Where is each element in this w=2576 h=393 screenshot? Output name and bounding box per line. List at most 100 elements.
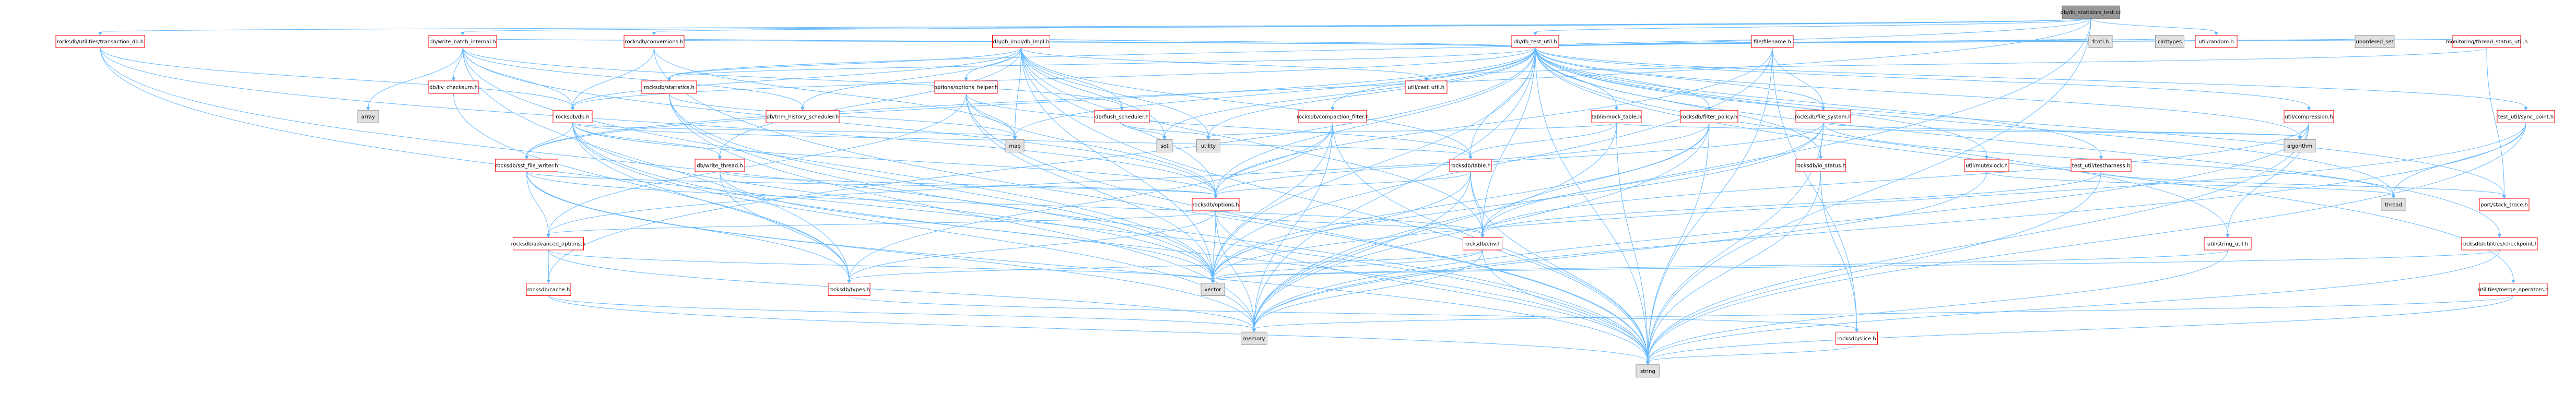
edge-line bbox=[1426, 47, 2487, 78]
edge-advopt-to-cache bbox=[546, 249, 551, 284]
edge-flush-to-set bbox=[1122, 123, 1167, 140]
edge-root-to-stats bbox=[667, 18, 2091, 82]
graph-node-mutexlock[interactable]: util/mutexlock.h bbox=[1964, 159, 2009, 172]
graph-node-sst[interactable]: rocksdb/sst_file_writer.h bbox=[495, 159, 558, 172]
edge-line bbox=[1648, 123, 2526, 362]
edge-arrowhead bbox=[847, 280, 851, 284]
node-label: rocksdb/env.h bbox=[1464, 242, 1501, 247]
edge-line bbox=[572, 123, 850, 280]
edge-line bbox=[1772, 47, 1857, 329]
edge-arrowhead bbox=[461, 32, 465, 36]
graph-node-mocktable[interactable]: table/mock_table.h bbox=[1591, 110, 1642, 123]
graph-node-stack[interactable]: port/stack_trace.h bbox=[2479, 198, 2530, 211]
graph-node-mts[interactable]: monitoring/thread_status_util.h bbox=[2446, 35, 2528, 48]
graph-node-options[interactable]: rocksdb/options.h bbox=[1192, 198, 1240, 211]
edge-rdb-to-types bbox=[572, 123, 851, 284]
graph-node-compression[interactable]: util/compression.h bbox=[2284, 110, 2334, 123]
graph-node-castutil[interactable]: util/cast_util.h bbox=[1405, 80, 1448, 94]
edge-line bbox=[572, 123, 720, 157]
edge-line bbox=[1535, 47, 2228, 235]
edge-conv-to-rdb bbox=[570, 47, 654, 111]
edge-dbimpl-to-rdb bbox=[570, 47, 1021, 111]
node-label: util/compression.h bbox=[2285, 114, 2333, 120]
edge-advopt-to-vector bbox=[548, 249, 1215, 284]
graph-node-filename[interactable]: file/filename.h bbox=[1751, 35, 1794, 48]
graph-node-trim[interactable]: db/trim_history_scheduler.h bbox=[766, 110, 840, 123]
node-label: vector bbox=[1205, 287, 1222, 293]
edge-line bbox=[462, 47, 803, 108]
graph-node-checkpoint[interactable]: rocksdb/utilities/checkpoint.h bbox=[2461, 237, 2538, 251]
edge-line bbox=[1482, 171, 2101, 235]
edge-dbimpl-to-table bbox=[1021, 47, 1473, 160]
graph-node-cache[interactable]: rocksdb/cache.h bbox=[526, 283, 571, 296]
edge-line bbox=[1482, 249, 1648, 362]
edge-options-to-memory bbox=[1215, 210, 1256, 333]
edge-arrowhead bbox=[2391, 195, 2396, 199]
graph-node-env[interactable]: rocksdb/env.h bbox=[1463, 237, 1502, 251]
node-box bbox=[1591, 110, 1642, 123]
graph-node-types[interactable]: rocksdb/types.h bbox=[828, 283, 871, 296]
graph-node-rdb[interactable]: rocksdb/db.h bbox=[552, 110, 593, 123]
node-label: rocksdb/sst_file_writer.h bbox=[496, 163, 558, 169]
node-label: fcntl.h bbox=[2092, 39, 2109, 45]
graph-node-flush[interactable]: db/flush_scheduler.h bbox=[1094, 110, 1150, 123]
edge-arrowhead bbox=[98, 32, 102, 36]
graph-node-iostatus[interactable]: rocksdb/io_status.h bbox=[1795, 159, 1846, 172]
edge-filterpol-to-env bbox=[1480, 123, 1710, 239]
edge-arrowhead bbox=[2502, 195, 2507, 199]
edge-line bbox=[462, 47, 850, 280]
edge-line bbox=[1535, 38, 2170, 48]
graph-node-wthread[interactable]: db/write_thread.h bbox=[695, 159, 745, 172]
graph-node-advopt[interactable]: rocksdb/advanced_options.h bbox=[511, 237, 586, 251]
edge-stringutil-to-string bbox=[1645, 249, 2228, 365]
edge-line bbox=[1648, 249, 2228, 362]
edge-line bbox=[1648, 344, 1857, 362]
edge-env-to-string bbox=[1482, 249, 1650, 365]
graph-node-dbtest[interactable]: db/db_test_util.h bbox=[1511, 35, 1559, 48]
graph-node-compfilter[interactable]: rocksdb/compaction_filter.h bbox=[1297, 110, 1369, 123]
edge-line bbox=[1213, 210, 1216, 280]
edge-dbtest-to-utility bbox=[1206, 47, 1536, 140]
edge-line bbox=[1021, 47, 1648, 362]
edge-line bbox=[462, 47, 1122, 108]
edge-line bbox=[100, 47, 1216, 196]
edge-line bbox=[1215, 171, 1471, 196]
graph-node-dbimpl[interactable]: db/db_impl/db_impl.h bbox=[992, 35, 1050, 48]
edge-mergeop-to-memory bbox=[1252, 295, 2514, 333]
edge-line bbox=[1535, 47, 2504, 196]
edge-line bbox=[1535, 18, 2091, 32]
edge-fs-to-options bbox=[1214, 123, 1824, 199]
graph-node-dbkv[interactable]: db/kv_checksum.h bbox=[428, 80, 479, 94]
edge-arrowhead bbox=[1120, 106, 1124, 111]
graph-node-wbi[interactable]: db/write_batch_internal.h bbox=[428, 35, 497, 48]
graph-node-txdb[interactable]: rocksdb/utilities/transaction_db.h bbox=[55, 35, 145, 48]
graph-node-table[interactable]: rocksdb/table.h bbox=[1449, 159, 1492, 172]
node-label: rocksdb/utilities/transaction_db.h bbox=[57, 39, 144, 45]
edge-mts-to-castutil bbox=[1424, 47, 2487, 82]
node-label: rocksdb/io_status.h bbox=[1795, 163, 1846, 169]
edge-line bbox=[2090, 18, 2217, 32]
node-label: db/trim_history_scheduler.h bbox=[767, 114, 839, 120]
edge-line bbox=[1215, 210, 1483, 235]
graph-node-slice[interactable]: rocksdb/slice.h bbox=[1836, 331, 1878, 345]
graph-node-fs[interactable]: rocksdb/file_system.h bbox=[1795, 110, 1852, 123]
graph-node-filterpol[interactable]: rocksdb/filter_policy.h bbox=[1680, 110, 1738, 123]
edge-line bbox=[1648, 47, 1773, 362]
edge-line bbox=[1021, 47, 1427, 78]
graph-node-stringutil[interactable]: util/string_util.h bbox=[2204, 237, 2252, 251]
graph-node-sync[interactable]: test_util/sync_point.h bbox=[2497, 110, 2555, 123]
edge-line bbox=[1254, 295, 2514, 329]
edge-line bbox=[548, 123, 1710, 235]
edge-line bbox=[1648, 18, 2091, 362]
graph-node-testharness[interactable]: test_util/testharness.h bbox=[2071, 159, 2132, 172]
edge-mocktable-to-algorithm bbox=[1616, 122, 2302, 140]
graph-node-stats[interactable]: rocksdb/statistics.h bbox=[641, 80, 697, 94]
graph-node-random[interactable]: util/random.h bbox=[2195, 35, 2238, 48]
edge-testharness-to-stack bbox=[2101, 171, 2507, 199]
graph-node-conv[interactable]: rocksdb/conversions.h bbox=[624, 35, 685, 48]
edge-line bbox=[1482, 123, 2309, 235]
edge-arrowhead bbox=[1424, 77, 1428, 82]
graph-node-opthelper[interactable]: options/options_helper.h bbox=[934, 80, 998, 94]
graph-node-mergeop[interactable]: utilities/merge_operators.h bbox=[2478, 283, 2549, 296]
